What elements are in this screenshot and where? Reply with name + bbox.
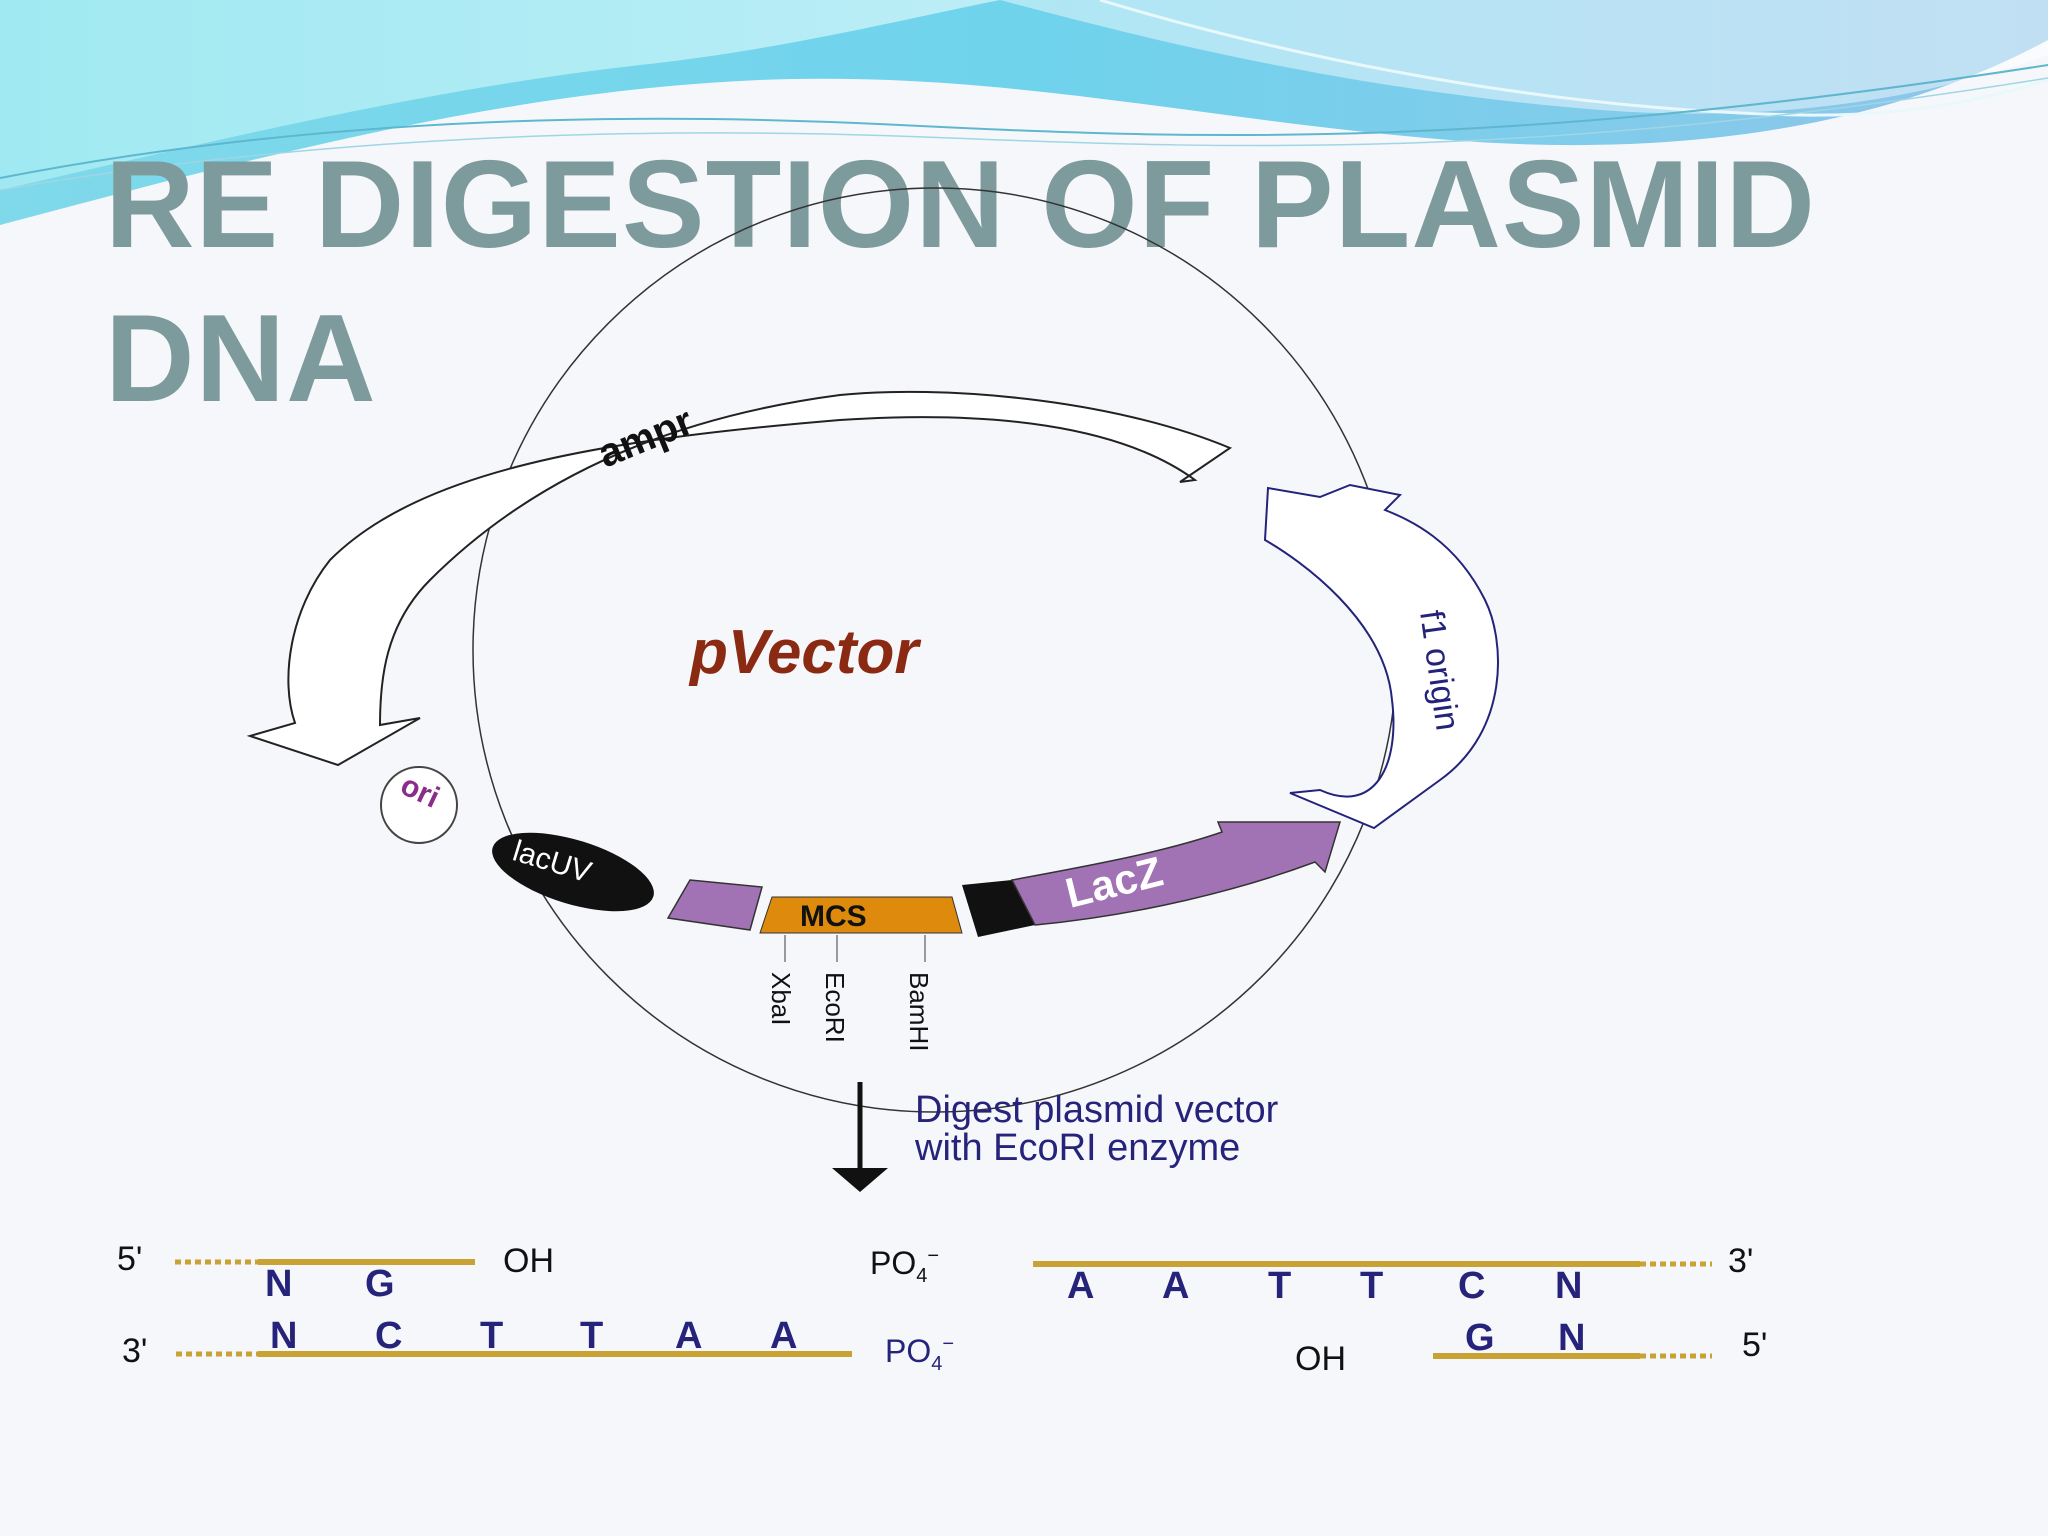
right-top-po4-sup: − bbox=[927, 1245, 939, 1267]
right-bottom-bases: G N bbox=[1465, 1317, 1585, 1359]
ampr-label: ampr bbox=[592, 399, 699, 476]
site-label-xbai: XbaI bbox=[766, 972, 796, 1026]
slide-title: RE DIGESTION OF PLASMID DNA bbox=[105, 128, 1816, 436]
left-top-oh: OH bbox=[503, 1242, 554, 1280]
base: N bbox=[1558, 1317, 1585, 1359]
base: T bbox=[580, 1315, 603, 1357]
digest-arrowhead bbox=[832, 1168, 888, 1192]
base: N bbox=[270, 1315, 297, 1357]
base: A bbox=[1067, 1265, 1094, 1307]
ori-element bbox=[380, 766, 458, 844]
digest-step-line-1: Digest plasmid vector bbox=[915, 1089, 1279, 1131]
left-bottom-bases: N C T T A A bbox=[270, 1315, 797, 1357]
left-bottom-po4-sup: − bbox=[942, 1333, 954, 1355]
base: A bbox=[675, 1315, 702, 1357]
ampr-gene-arrow bbox=[246, 390, 1233, 767]
left-top-5prime: 5' bbox=[117, 1240, 142, 1278]
base: A bbox=[1162, 1265, 1189, 1307]
right-top-po4: PO4− bbox=[870, 1245, 939, 1287]
mcs-box bbox=[759, 896, 963, 934]
site-label-bamhi: BamHI bbox=[904, 972, 934, 1051]
header-wave-decoration bbox=[0, 0, 2048, 225]
base: T bbox=[1268, 1265, 1291, 1307]
base: G bbox=[1465, 1317, 1495, 1359]
base: T bbox=[480, 1315, 503, 1357]
lacz-gene-arrow bbox=[1010, 821, 1342, 926]
base: N bbox=[265, 1263, 292, 1305]
base: G bbox=[365, 1263, 395, 1305]
f1-origin-arrow bbox=[1263, 483, 1499, 830]
right-top-po4-sub: 4 bbox=[916, 1265, 927, 1287]
right-top-po4-main: PO bbox=[870, 1245, 916, 1281]
plasmid-backbone bbox=[472, 187, 1398, 1113]
left-top-bases: N G bbox=[265, 1263, 395, 1305]
title-line-1: RE DIGESTION OF PLASMID bbox=[105, 136, 1816, 274]
mcs-label: MCS bbox=[800, 900, 867, 933]
lac-operator-box bbox=[666, 879, 763, 931]
plasmid-name: pVector bbox=[688, 618, 921, 687]
left-bottom-po4: PO4− bbox=[885, 1333, 954, 1375]
lacz-start-box bbox=[962, 880, 1035, 937]
base: A bbox=[770, 1315, 797, 1357]
right-bottom-oh: OH bbox=[1295, 1340, 1346, 1378]
left-bottom-po4-sub: 4 bbox=[931, 1353, 942, 1375]
title-line-2: DNA bbox=[105, 290, 377, 428]
digest-step-line-2: with EcoRI enzyme bbox=[914, 1127, 1240, 1169]
base: C bbox=[1458, 1265, 1485, 1307]
base: T bbox=[1360, 1265, 1383, 1307]
base: N bbox=[1555, 1265, 1582, 1307]
right-bottom-5prime: 5' bbox=[1742, 1326, 1767, 1364]
base: C bbox=[375, 1315, 402, 1357]
lacuv-promoter bbox=[492, 832, 654, 912]
right-top-3prime: 3' bbox=[1728, 1242, 1753, 1280]
right-top-bases: A A T T C N bbox=[1067, 1265, 1582, 1307]
left-bottom-3prime: 3' bbox=[122, 1332, 147, 1370]
site-label-ecori: EcoRI bbox=[820, 972, 850, 1043]
